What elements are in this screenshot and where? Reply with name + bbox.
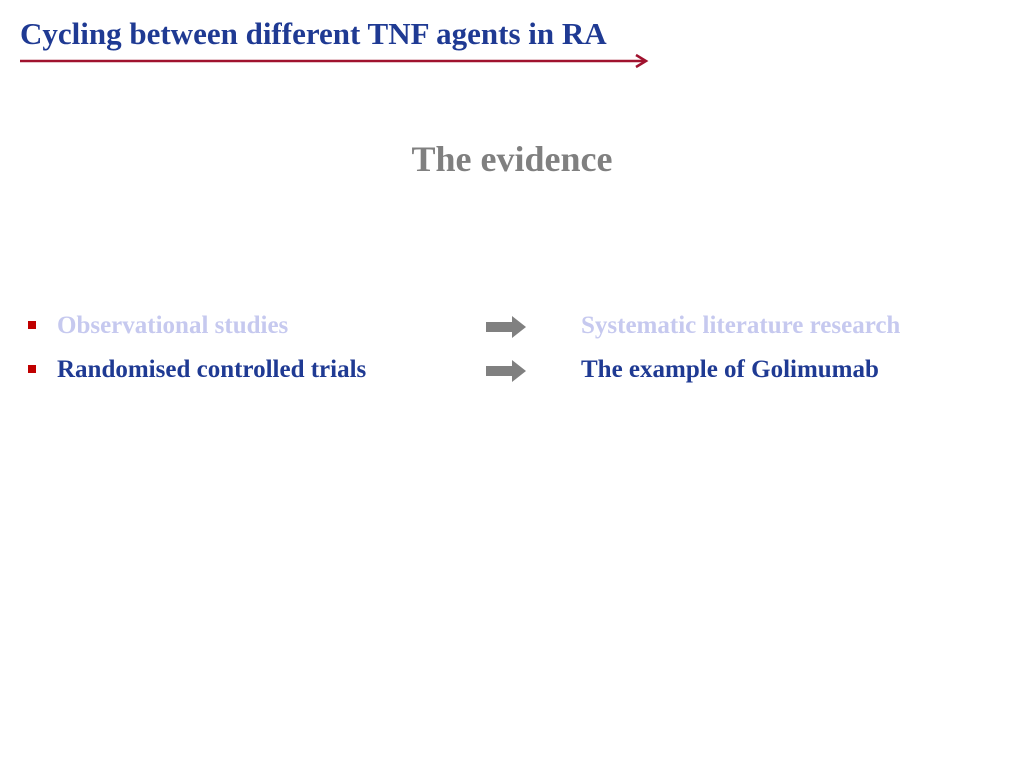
right-arrow-icon xyxy=(486,316,526,338)
title-underline-arrow-icon xyxy=(20,53,649,69)
bullet-square-icon xyxy=(28,365,36,373)
list-item-result: The example of Golimumab xyxy=(581,356,879,383)
slide-title: Cycling between different TNF agents in … xyxy=(20,16,607,51)
right-arrow-icon xyxy=(486,360,526,382)
section-heading: The evidence xyxy=(411,139,613,179)
list-item-label: Observational studies xyxy=(57,312,289,339)
bullet-square-icon xyxy=(28,321,36,329)
list-item-label: Randomised controlled trials xyxy=(57,356,367,383)
list-item: Observational studies Systematic literat… xyxy=(0,309,1024,343)
list-item: Randomised controlled trials The example… xyxy=(0,353,1024,387)
list-item-result: Systematic literature research xyxy=(581,312,901,339)
